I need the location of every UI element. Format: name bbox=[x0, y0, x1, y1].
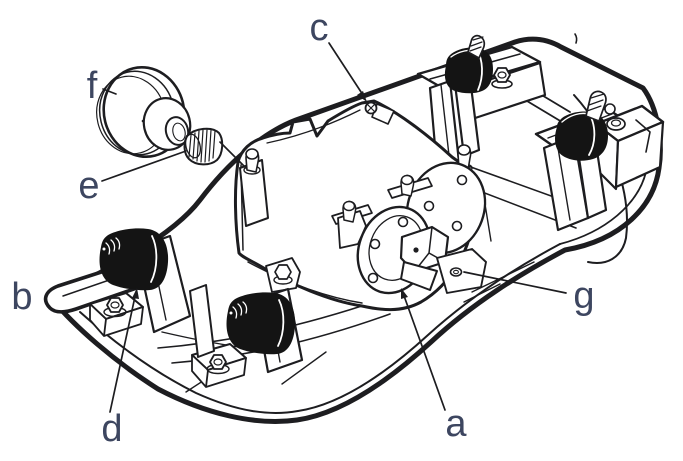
callout-label-d: d bbox=[101, 408, 123, 450]
threaded-stud bbox=[467, 34, 486, 59]
flange-stud-tab bbox=[387, 174, 433, 199]
threaded-stud bbox=[585, 90, 607, 122]
callout-label-e: e bbox=[78, 165, 100, 207]
end-cover-flange bbox=[331, 161, 487, 295]
callout-label-f: f bbox=[86, 65, 98, 107]
left-stud-tab bbox=[331, 200, 373, 249]
callout-label-c: c bbox=[309, 7, 329, 49]
knurled-nut-part-e bbox=[183, 127, 224, 166]
small-bolt bbox=[604, 103, 616, 115]
washer-bolt bbox=[606, 117, 626, 131]
rubber-mount-middle bbox=[226, 292, 296, 355]
callout-label-g: g bbox=[573, 275, 595, 317]
rubber-mount-front-right bbox=[444, 34, 493, 94]
case-left-tab bbox=[239, 148, 269, 227]
screw-pad bbox=[436, 248, 487, 294]
rubber-mount-rear-right bbox=[555, 90, 616, 161]
hex-bolt bbox=[491, 67, 513, 89]
case-bottom-bolt bbox=[265, 257, 301, 293]
leader-lines bbox=[101, 42, 567, 413]
grommet-part-f bbox=[96, 65, 192, 159]
callout-label-a: a bbox=[445, 403, 467, 445]
callout-label-b: b bbox=[11, 276, 33, 318]
rubber-mount-d bbox=[99, 228, 169, 291]
top-screw bbox=[364, 101, 395, 125]
left-mount-assembly bbox=[89, 228, 304, 388]
